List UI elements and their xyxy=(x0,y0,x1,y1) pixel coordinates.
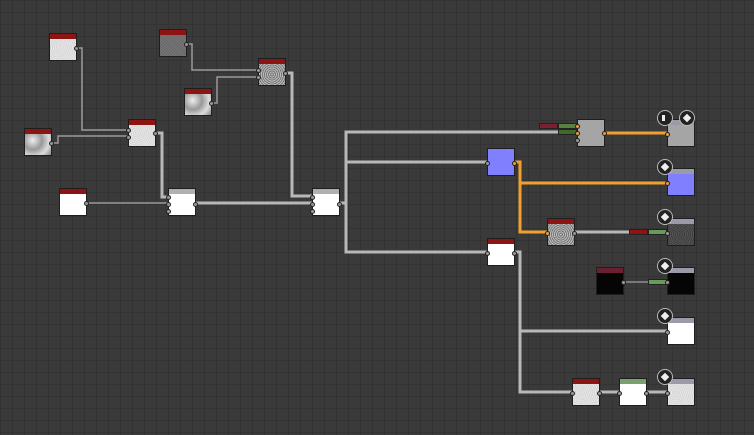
output-basecolor[interactable] xyxy=(665,119,695,147)
node-height[interactable] xyxy=(485,238,517,266)
wire xyxy=(515,250,667,333)
node-clouds[interactable] xyxy=(184,88,214,116)
node-uniform-white[interactable] xyxy=(59,188,89,216)
wire xyxy=(212,76,258,104)
output-cube-icon[interactable] xyxy=(657,308,673,324)
output-ao[interactable] xyxy=(665,378,695,406)
node-noise-light[interactable] xyxy=(49,33,79,61)
node-levels[interactable] xyxy=(617,378,649,406)
wire-orange xyxy=(515,160,667,185)
node-blend-noise[interactable] xyxy=(256,58,288,86)
output-cube-icon[interactable] xyxy=(657,258,673,274)
wire xyxy=(518,331,572,394)
wire-orange xyxy=(518,183,547,234)
wire xyxy=(156,131,168,199)
param-pill[interactable] xyxy=(629,229,648,235)
node-blend-a[interactable] xyxy=(166,188,198,216)
output-cube-icon[interactable] xyxy=(679,110,695,126)
wire xyxy=(187,43,258,71)
wire xyxy=(286,71,312,198)
output-normal[interactable] xyxy=(665,168,695,196)
node-bw-noise[interactable] xyxy=(159,29,189,57)
output-cube-icon[interactable] xyxy=(657,209,673,225)
wire xyxy=(77,47,128,131)
node-blend-b[interactable] xyxy=(310,188,342,216)
node-noise-chain[interactable] xyxy=(570,378,602,406)
output-roughness[interactable] xyxy=(665,218,695,246)
wire xyxy=(344,162,487,254)
param-pill[interactable] xyxy=(539,123,558,129)
wire xyxy=(52,135,128,144)
output-cube-icon[interactable] xyxy=(657,369,673,385)
node-black[interactable] xyxy=(596,267,626,295)
checker-icon[interactable] xyxy=(657,110,673,126)
output-metallic[interactable] xyxy=(665,267,695,295)
node-clouds-2[interactable] xyxy=(24,128,54,156)
wire xyxy=(340,130,560,205)
node-blend-light[interactable] xyxy=(126,119,158,147)
node-roughness-noise[interactable] xyxy=(545,218,577,246)
node-base-color[interactable] xyxy=(575,119,607,147)
output-cube-icon[interactable] xyxy=(657,159,673,175)
output-height[interactable] xyxy=(665,317,695,345)
node-normal[interactable] xyxy=(485,148,517,176)
